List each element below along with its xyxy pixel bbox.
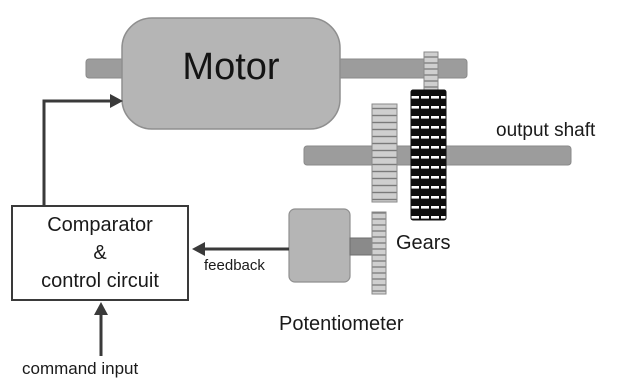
potentiometer-body [288, 208, 351, 283]
output-gear-light [371, 103, 398, 203]
comparator-line-3: control circuit [41, 270, 159, 292]
motor-pinion-gear [423, 51, 439, 95]
feedback-label: feedback [204, 257, 265, 274]
control-arrow-line [42, 99, 112, 205]
comparator-box: Comparator & control circuit [11, 205, 189, 301]
motor-body [121, 17, 341, 130]
comparator-line-1: Comparator [47, 214, 153, 236]
feedback-arrowhead [192, 242, 205, 256]
potentiometer-gear [371, 211, 387, 295]
potentiometer-shaft [349, 237, 375, 256]
comparator-line-2: & [93, 242, 107, 264]
output-shaft-label: output shaft [496, 120, 596, 141]
output-gear-dark [410, 89, 447, 221]
motor-label: Motor [182, 46, 280, 88]
command-input-label: command input [22, 359, 139, 378]
command-arrowhead [94, 302, 108, 315]
potentiometer-label: Potentiometer [279, 313, 404, 335]
gears-label: Gears [396, 232, 451, 254]
control-arrowhead [110, 94, 123, 108]
